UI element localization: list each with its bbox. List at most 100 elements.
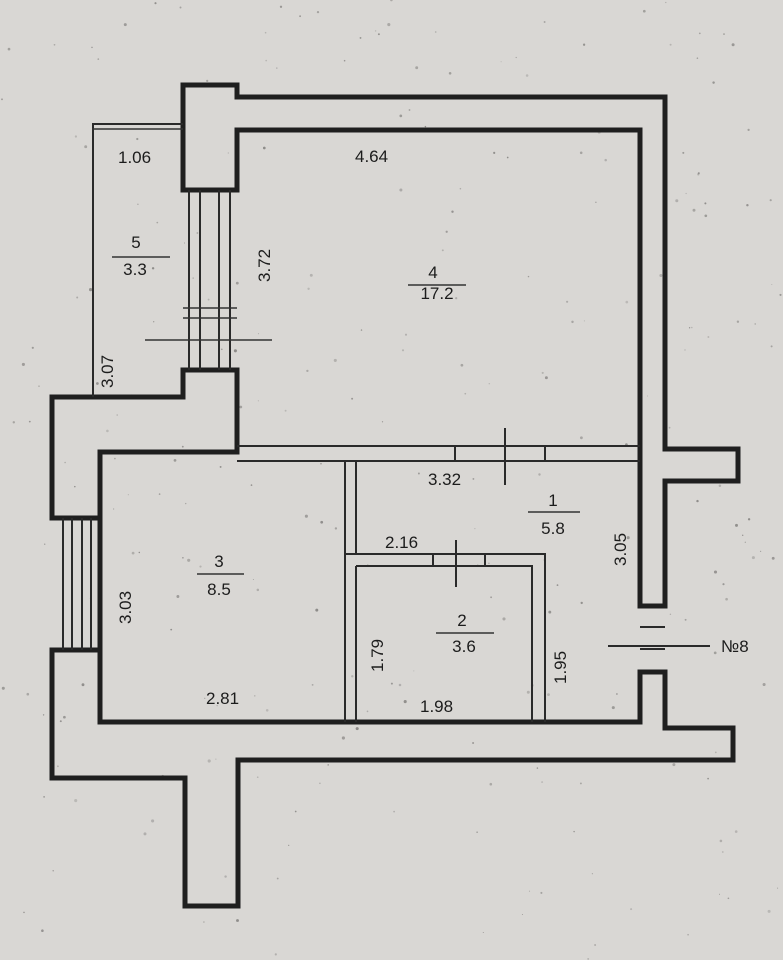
paper-speck xyxy=(131,551,135,555)
paper-speck xyxy=(527,275,530,278)
paper-speck xyxy=(771,283,773,286)
paper-speck xyxy=(719,839,723,843)
paper-speck xyxy=(721,851,724,853)
dimension-label: 2.16 xyxy=(385,533,418,552)
paper-speck xyxy=(754,323,756,325)
paper-speck xyxy=(688,327,691,329)
paper-speck xyxy=(604,158,607,162)
paper-speck xyxy=(64,461,66,464)
paper-speck xyxy=(566,300,569,303)
paper-speck xyxy=(489,782,493,786)
room-label-4: 4 17.2 xyxy=(408,263,466,303)
paper-speck xyxy=(57,765,59,768)
paper-speck xyxy=(153,321,155,323)
paper-speck xyxy=(84,145,88,149)
paper-speck xyxy=(736,320,740,323)
paper-speck xyxy=(74,799,78,803)
paper-speck xyxy=(216,705,218,707)
paper-speck xyxy=(459,642,461,644)
paper-speck xyxy=(704,214,708,218)
paper-speck xyxy=(714,751,717,754)
paper-speck xyxy=(472,477,475,480)
paper-speck xyxy=(96,382,99,385)
paper-speck xyxy=(687,933,689,936)
paper-speck xyxy=(582,43,586,46)
svg-text:5: 5 xyxy=(131,233,140,252)
dimension-label: 3.07 xyxy=(98,355,117,388)
paper-speck xyxy=(526,690,530,694)
paper-speck xyxy=(59,720,62,723)
paper-speck xyxy=(669,43,672,46)
paper-speck xyxy=(587,957,590,960)
paper-speck xyxy=(547,693,550,696)
paper-speck xyxy=(538,473,541,476)
paper-speck xyxy=(203,921,205,923)
paper-speck xyxy=(1,98,3,101)
paper-speck xyxy=(38,385,40,387)
svg-text:17.2: 17.2 xyxy=(420,284,453,303)
paper-speck xyxy=(359,36,362,39)
paper-speck xyxy=(399,188,403,192)
svg-text:1: 1 xyxy=(548,491,557,510)
paper-speck xyxy=(731,43,735,47)
paper-speck xyxy=(583,320,585,322)
dimension-label: 1.98 xyxy=(420,697,453,716)
paper-speck xyxy=(746,203,749,207)
paper-speck xyxy=(235,281,239,285)
paper-speck xyxy=(387,23,391,27)
paper-speck xyxy=(698,32,701,35)
paper-speck xyxy=(114,457,116,460)
paper-speck xyxy=(137,203,139,205)
paper-speck xyxy=(393,810,395,813)
paper-speck xyxy=(74,135,78,138)
paper-speck xyxy=(351,675,354,678)
paper-speck xyxy=(250,484,253,486)
paper-speck xyxy=(91,46,93,49)
paper-speck xyxy=(63,715,66,719)
paper-speck xyxy=(316,10,320,14)
paper-speck xyxy=(262,146,266,150)
paper-speck xyxy=(580,601,583,605)
paper-speck xyxy=(21,362,25,366)
paper-speck xyxy=(403,700,407,704)
paper-speck xyxy=(381,421,384,423)
paper-speck xyxy=(488,382,491,385)
paper-speck xyxy=(123,23,127,27)
paper-speck xyxy=(264,31,267,34)
paper-speck xyxy=(327,764,329,766)
paper-speck xyxy=(771,556,775,560)
paper-speck xyxy=(723,33,725,36)
paper-speck xyxy=(548,610,552,614)
room-label-5: 5 3.3 xyxy=(112,233,170,279)
paper-speck xyxy=(777,887,779,889)
paper-speck xyxy=(417,472,420,475)
paper-speck xyxy=(116,414,118,416)
paper-speck xyxy=(204,697,206,699)
paper-speck xyxy=(625,300,629,304)
paper-speck xyxy=(7,47,11,51)
paper-speck xyxy=(390,0,393,2)
paper-speck xyxy=(334,527,338,530)
paper-speck xyxy=(725,597,728,601)
paper-speck xyxy=(12,421,15,424)
paper-speck xyxy=(224,875,227,878)
paper-speck xyxy=(252,578,254,581)
paper-speck xyxy=(294,810,297,813)
paper-speck xyxy=(528,890,531,892)
dimension-label: 1.95 xyxy=(551,651,570,684)
paper-speck xyxy=(500,61,502,63)
paper-speck xyxy=(306,369,309,373)
paper-speck xyxy=(23,911,25,914)
paper-speck xyxy=(398,683,402,687)
paper-speck xyxy=(254,695,256,697)
paper-speck xyxy=(156,221,159,224)
paper-speck xyxy=(616,693,618,695)
paper-speck xyxy=(696,57,699,59)
paper-speck xyxy=(320,462,322,465)
paper-speck xyxy=(434,31,437,33)
paper-speck xyxy=(770,345,773,348)
paper-speck xyxy=(718,484,722,488)
paper-speck xyxy=(474,528,476,530)
paper-speck xyxy=(441,249,444,252)
paper-speck xyxy=(257,333,260,335)
